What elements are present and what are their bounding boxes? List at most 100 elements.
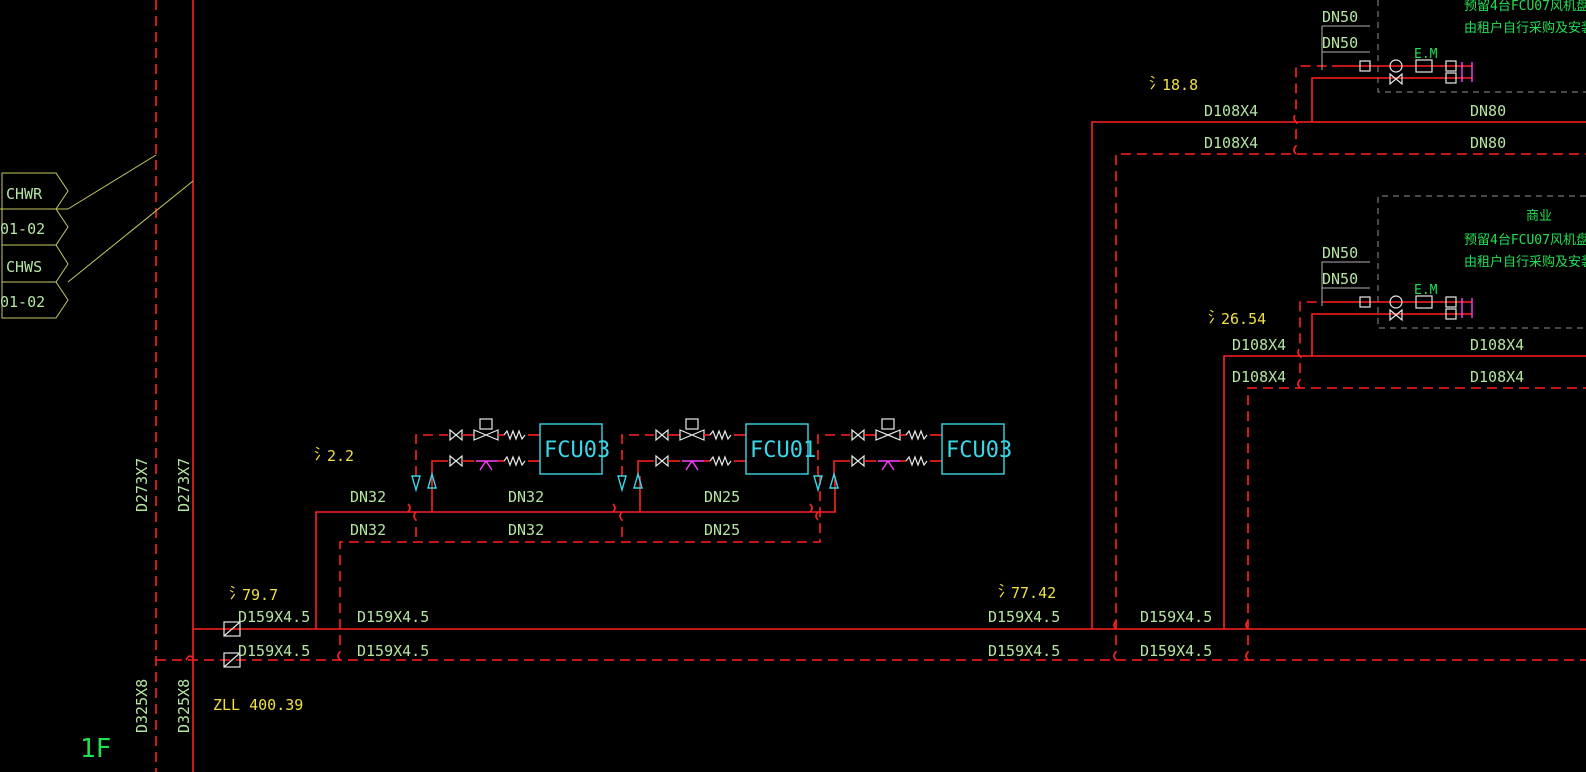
upper-section-2: D108X4 D108X4 D108X4 D108X4 DN50 DN50 商业… [1223, 195, 1586, 661]
floor-label: 1F [80, 734, 111, 764]
pipe-size-label: D159X4.5 [1140, 608, 1212, 626]
valve-icon [1359, 60, 1371, 72]
flex-connector-icon [503, 429, 526, 441]
flow-arrow-icon [813, 475, 823, 493]
riser-group: D273X7 D273X7 D325X8 D325X8 [133, 0, 194, 772]
zone-title: 商业 [1526, 209, 1552, 224]
em-tag: E.M [1414, 283, 1438, 298]
svg-text:⺡: ⺡ [998, 582, 1013, 600]
zll-label: ZLL 400.39 [213, 696, 303, 714]
pipe-size-label: D108X4 [1470, 368, 1524, 386]
strainer-icon [682, 460, 704, 471]
control-valve-icon [1389, 59, 1403, 73]
gate-valve-icon [655, 428, 669, 442]
note-line: 预留4台FCU07风机盘管 [1464, 0, 1586, 14]
pipe-tag-chwr: CHWR 01-02 [0, 154, 157, 246]
pipe-size-label: DN80 [1470, 102, 1506, 120]
flex-connector-icon [905, 455, 928, 467]
pipe-size-label: DN25 [704, 488, 740, 506]
flex-connector-icon [709, 455, 732, 467]
flow-arrow-icon [829, 471, 839, 489]
flow-arrow-icon [427, 471, 437, 489]
note-line: 由租户自行采购及安装 [1464, 20, 1586, 36]
pipe-size-label: D159X4.5 [988, 642, 1060, 660]
gate-valve-icon [449, 454, 463, 468]
pipe-size-label: D159X4.5 [988, 608, 1060, 626]
note-line: 由租户自行采购及安装 [1464, 254, 1586, 270]
branch-supply-pipe [315, 476, 836, 629]
fcu-box [745, 423, 809, 475]
flow-meter-icon [223, 621, 241, 637]
fcu-label: FCU03 [544, 438, 610, 463]
pipe-size-label: DN50 [1322, 244, 1358, 262]
tag-system: CHWS [6, 258, 42, 276]
pipe-size-label: D108X4 [1232, 336, 1286, 354]
riser-return-pipe [1113, 153, 1586, 661]
svg-text:18.8: 18.8 [1162, 76, 1198, 94]
strainer-icon [878, 460, 900, 471]
valve-icon [1359, 296, 1371, 308]
elevation-mark: ⺡ 26.54 [1208, 308, 1266, 328]
svg-text:2.2: 2.2 [327, 447, 354, 465]
riser-label: D273X7 [133, 458, 151, 512]
pipe-tag-chws: CHWS 01-02 [0, 180, 194, 319]
em-tag: E.M [1414, 47, 1438, 62]
fcu-box [539, 423, 603, 475]
gate-valve-icon [851, 428, 865, 442]
riser-supply-pipe [1091, 121, 1586, 629]
pipe-size-label: DN50 [1322, 8, 1358, 26]
gate-valve-icon [655, 454, 669, 468]
pipe-size-label: DN32 [508, 521, 544, 539]
gate-valve-icon [851, 454, 865, 468]
fcu-unit: FCU03 [813, 418, 1012, 493]
control-valve-icon [1389, 295, 1403, 309]
svg-text:⺡: ⺡ [229, 584, 244, 602]
pipe-size-label: D159X4.5 [238, 608, 310, 626]
flex-connector-icon [905, 429, 928, 441]
tag-number: 01-02 [0, 293, 45, 311]
energy-meter-icon [1415, 59, 1433, 73]
pipe-size-label: DN32 [508, 488, 544, 506]
branch-return-pipe [337, 476, 821, 661]
svg-text:79.7: 79.7 [242, 586, 278, 604]
gate-valve-icon [449, 428, 463, 442]
control-valve-icon [679, 429, 705, 441]
valve-icon [1445, 72, 1457, 84]
flow-arrow-icon [617, 475, 627, 493]
main-pipes [156, 621, 1586, 668]
tag-system: CHWR [6, 185, 43, 203]
fcu-unit: FCU03 [411, 418, 610, 493]
pipe-size-label: DN50 [1322, 34, 1358, 52]
valve-icon [1445, 60, 1457, 72]
pipe-size-label: D108X4 [1204, 134, 1258, 152]
elevation-mark: ⺡ 79.7 [229, 584, 278, 604]
control-valve-icon [875, 429, 901, 441]
fcu-label: FCU03 [946, 438, 1012, 463]
fcu-box [941, 423, 1005, 475]
fcu-unit: FCU01 [617, 418, 816, 493]
fcu-label: FCU01 [750, 438, 816, 463]
pipe-size-label: D159X4.5 [1140, 642, 1212, 660]
elevation-mark: ⺡ 2.2 [314, 445, 354, 465]
strainer-icon [476, 460, 498, 471]
pipe-size-label: D108X4 [1470, 336, 1524, 354]
pipe-size-label: DN25 [704, 521, 740, 539]
flow-meter-icon [223, 652, 241, 668]
tag-number: 01-02 [0, 220, 45, 238]
pipe-size-label: D159X4.5 [357, 642, 429, 660]
riser-supply-pipe [1223, 355, 1586, 629]
riser-label: D325X8 [175, 679, 193, 733]
riser-label: D273X7 [175, 458, 193, 512]
svg-text:77.42: 77.42 [1011, 584, 1056, 602]
riser-return-pipe [1245, 387, 1586, 661]
elevation-mark: ⺡ 77.42 [998, 582, 1056, 602]
svg-text:⺡: ⺡ [1149, 74, 1164, 92]
pipe-size-label: D159X4.5 [357, 608, 429, 626]
control-valve-icon [473, 429, 499, 441]
pipe-size-label: D108X4 [1232, 368, 1286, 386]
pipe-size-label: DN50 [1322, 270, 1358, 288]
upper-section-1: D108X4 D108X4 DN80 DN80 DN50 DN50 预留4台FC… [1091, 0, 1586, 661]
flow-arrow-icon [633, 471, 643, 489]
svg-text:⺡: ⺡ [314, 445, 329, 463]
